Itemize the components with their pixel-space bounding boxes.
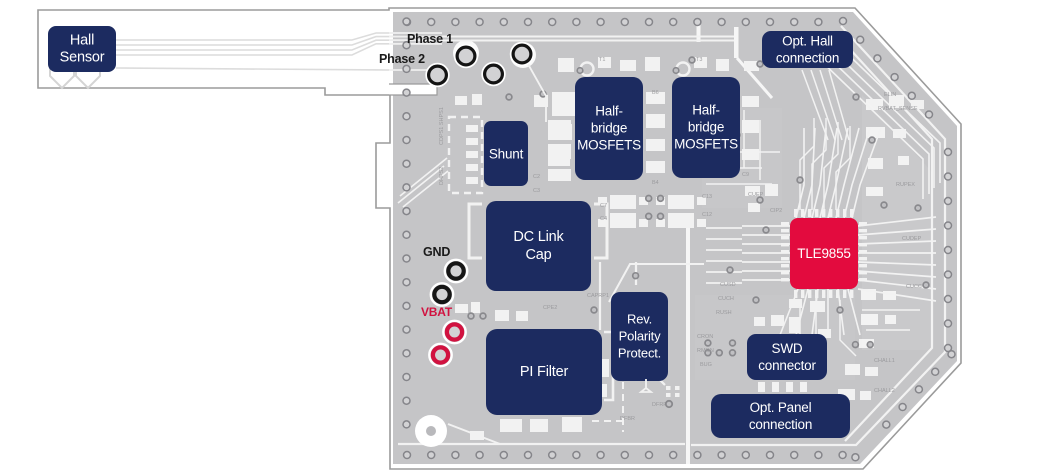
svg-text:T1: T1 xyxy=(599,57,605,63)
svg-text:PI Filter: PI Filter xyxy=(520,364,569,380)
svg-text:DFBR: DFBR xyxy=(620,416,635,422)
svg-text:connector: connector xyxy=(758,358,816,373)
svg-text:C2: C2 xyxy=(533,174,540,180)
svg-text:CIP2: CIP2 xyxy=(770,208,782,214)
svg-text:CUEP: CUEP xyxy=(748,192,764,198)
svg-text:Polarity: Polarity xyxy=(619,329,661,344)
svg-text:CPE2: CPE2 xyxy=(543,305,557,311)
svg-text:DFRP: DFRP xyxy=(652,402,667,408)
svg-text:Opt. Hall: Opt. Hall xyxy=(782,34,833,49)
svg-text:Half-: Half- xyxy=(692,103,720,118)
svg-text:CHALL1: CHALL1 xyxy=(874,358,895,364)
svg-text:connection: connection xyxy=(749,417,812,432)
svg-text:RMON: RMON xyxy=(697,348,714,354)
svg-text:C9: C9 xyxy=(742,172,749,178)
svg-text:C3: C3 xyxy=(533,188,540,194)
svg-text:T3: T3 xyxy=(696,57,702,63)
svg-text:C12: C12 xyxy=(702,212,712,218)
svg-text:Sensor: Sensor xyxy=(60,50,105,66)
svg-text:C4: C4 xyxy=(600,216,607,222)
svg-text:TLE9855: TLE9855 xyxy=(797,246,850,261)
svg-text:MOSFETS: MOSFETS xyxy=(674,137,738,152)
svg-text:DC Link: DC Link xyxy=(513,229,564,245)
svg-text:CUCC: CUCC xyxy=(906,284,922,290)
svg-text:ELIN: ELIN xyxy=(884,92,896,98)
svg-text:Rev.: Rev. xyxy=(627,312,652,327)
svg-text:CRON: CRON xyxy=(697,334,713,340)
svg-text:RUSH: RUSH xyxy=(716,310,732,316)
svg-text:GND: GND xyxy=(423,245,450,259)
svg-text:Protect.: Protect. xyxy=(618,346,661,361)
svg-text:DHPS2: DHPS2 xyxy=(439,167,445,185)
svg-text:B4: B4 xyxy=(652,180,659,186)
svg-text:SWD: SWD xyxy=(772,341,803,356)
svg-text:B6: B6 xyxy=(652,90,659,96)
svg-text:bridge: bridge xyxy=(688,120,724,135)
svg-text:Opt. Panel: Opt. Panel xyxy=(750,400,812,415)
svg-text:VBAT: VBAT xyxy=(421,305,453,319)
svg-text:BUG: BUG xyxy=(700,362,712,368)
svg-text:CHALL2: CHALL2 xyxy=(874,388,895,394)
svg-text:Phase 1: Phase 1 xyxy=(407,32,453,46)
svg-text:C13: C13 xyxy=(702,194,712,200)
svg-text:CUSD: CUSD xyxy=(720,282,736,288)
svg-text:Phase 2: Phase 2 xyxy=(379,52,425,66)
svg-text:bridge: bridge xyxy=(591,121,627,136)
svg-text:Hall: Hall xyxy=(70,33,94,49)
svg-text:RUPEX: RUPEX xyxy=(896,182,915,188)
svg-text:CAPRP1: CAPRP1 xyxy=(587,293,609,299)
svg-text:connection: connection xyxy=(776,51,839,66)
svg-text:Half-: Half- xyxy=(595,104,623,119)
svg-text:CUDEP: CUDEP xyxy=(902,236,922,242)
svg-text:CDPS1 SHPS1: CDPS1 SHPS1 xyxy=(439,107,445,145)
svg-text:C7: C7 xyxy=(600,203,607,209)
svg-text:Shunt: Shunt xyxy=(489,147,524,162)
svg-text:CUCH: CUCH xyxy=(718,296,734,302)
svg-text:Cap: Cap xyxy=(526,247,552,263)
svg-text:RVBAT_SENSE: RVBAT_SENSE xyxy=(878,106,918,112)
svg-text:MOSFETS: MOSFETS xyxy=(577,138,641,153)
